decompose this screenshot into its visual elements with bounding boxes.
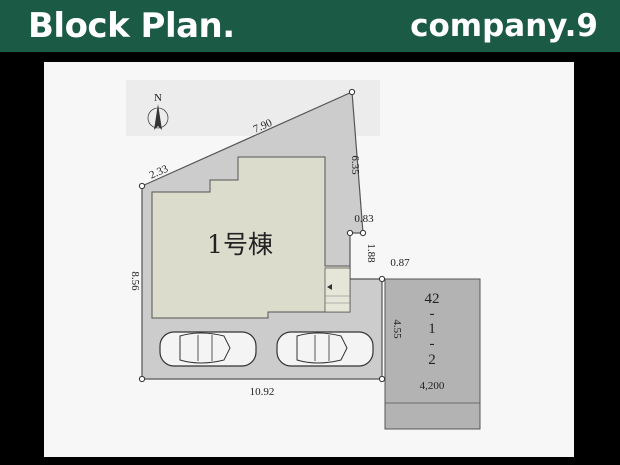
dim-notch-height: 1.88 [365, 243, 377, 263]
building-footprint [151, 156, 351, 319]
company-name: company.9 [410, 8, 598, 44]
neighbor-lot-separator: - [430, 306, 435, 322]
neighbor-lot [384, 278, 481, 430]
north-arrow-icon: N [147, 92, 169, 130]
entrance-marker-icon [327, 284, 332, 290]
dim-bottom-edge: 10.92 [250, 386, 275, 398]
car-icon [276, 331, 374, 367]
neighbor-lot-separator: - [430, 336, 435, 352]
header-bar: Block Plan. company.9 [0, 0, 620, 52]
page-title: Block Plan. [28, 6, 235, 46]
dim-notch-width: 0.83 [354, 213, 374, 225]
boundary-markers [138, 88, 386, 383]
building-label: 1号棟 [207, 230, 273, 259]
north-label: N [154, 92, 162, 104]
neighbor-lot-number: 42 [425, 291, 440, 307]
dim-right-lower-edge: 4.55 [391, 319, 403, 339]
dim-right-step: 0.87 [390, 257, 410, 269]
dim-neighbor-width: 4,200 [420, 380, 445, 392]
dim-right-upper-edge: 6.35 [349, 155, 361, 175]
car-icon [159, 331, 257, 367]
neighbor-lot-number: 1 [428, 321, 436, 337]
dim-left-edge: 8.56 [129, 271, 141, 291]
entrance-steps [324, 267, 351, 313]
neighbor-lot-number: 2 [428, 352, 436, 368]
